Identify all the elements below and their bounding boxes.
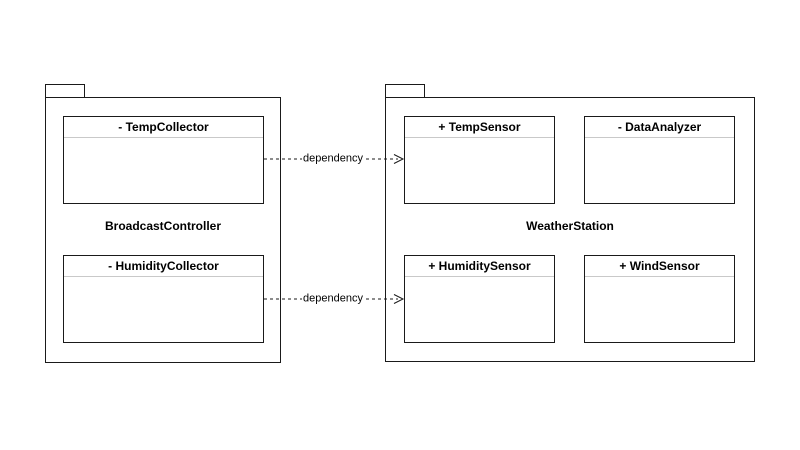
package-broadcastcontroller-label: BroadcastController <box>104 219 222 233</box>
dependency-edge-label-1[interactable]: dependency <box>302 152 364 166</box>
class-dataanalyzer[interactable]: - DataAnalyzer <box>584 116 735 204</box>
class-dataanalyzer-compartment <box>585 138 734 203</box>
class-windsensor-name: + WindSensor <box>585 256 734 277</box>
package-weatherstation[interactable]: + TempSensor - DataAnalyzer WeatherStati… <box>385 97 755 362</box>
class-tempsensor-name: + TempSensor <box>405 117 554 138</box>
class-tempcollector-name: - TempCollector <box>64 117 263 138</box>
dependency-arrowhead-1 <box>393 154 405 164</box>
class-humiditycollector[interactable]: - HumidityCollector <box>63 255 264 343</box>
package-broadcastcontroller[interactable]: - TempCollector BroadcastController - Hu… <box>45 97 281 363</box>
class-windsensor-compartment <box>585 277 734 342</box>
class-tempsensor-compartment <box>405 138 554 203</box>
class-humiditysensor[interactable]: + HumiditySensor <box>404 255 555 343</box>
package-tab-broadcastcontroller[interactable] <box>45 84 85 98</box>
class-humiditysensor-name: + HumiditySensor <box>405 256 554 277</box>
class-windsensor[interactable]: + WindSensor <box>584 255 735 343</box>
class-tempcollector[interactable]: - TempCollector <box>63 116 264 204</box>
class-humiditycollector-compartment <box>64 277 263 342</box>
dependency-arrowhead-2 <box>393 294 405 304</box>
class-tempcollector-compartment <box>64 138 263 203</box>
package-tab-weatherstation[interactable] <box>385 84 425 98</box>
class-dataanalyzer-name: - DataAnalyzer <box>585 117 734 138</box>
class-tempsensor[interactable]: + TempSensor <box>404 116 555 204</box>
package-weatherstation-label: WeatherStation <box>526 219 614 233</box>
class-humiditycollector-name: - HumidityCollector <box>64 256 263 277</box>
dependency-edge-label-2[interactable]: dependency <box>302 292 364 306</box>
class-humiditysensor-compartment <box>405 277 554 342</box>
